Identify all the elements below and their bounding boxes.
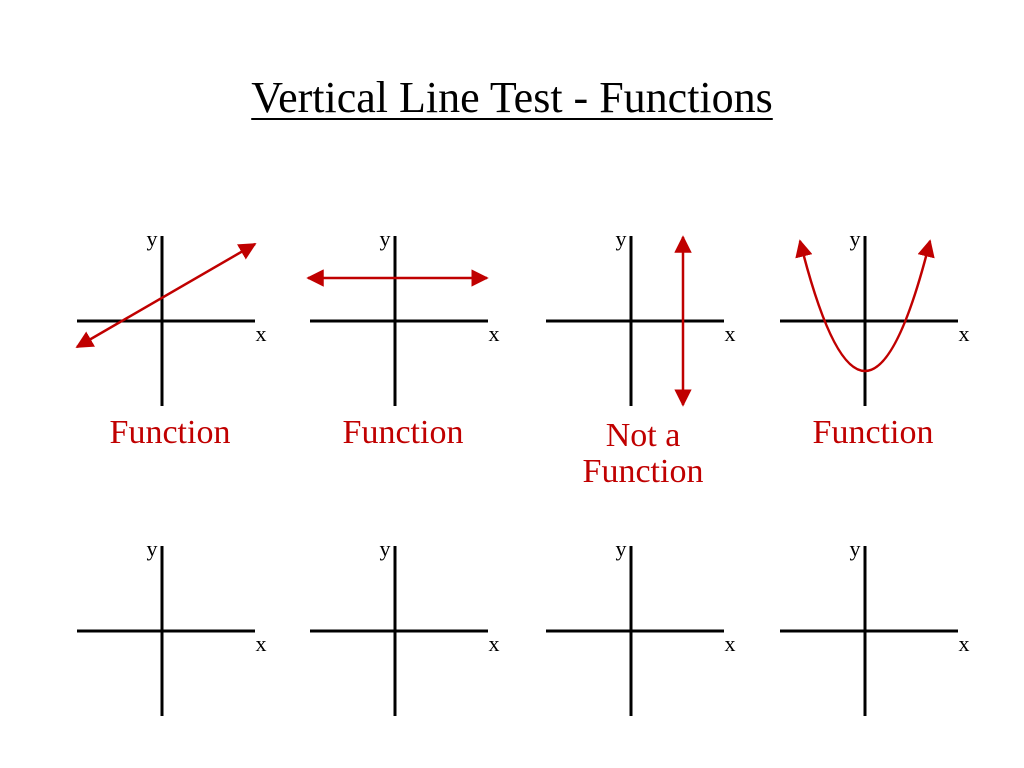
x-axis-label: x bbox=[725, 631, 736, 656]
graph-caption: Function bbox=[343, 414, 464, 451]
slide-title: Vertical Line Test - Functions bbox=[251, 73, 773, 122]
graph-caption: Function bbox=[813, 414, 934, 451]
graph-caption: Function bbox=[110, 414, 231, 451]
x-axis-label: x bbox=[489, 321, 500, 346]
x-axis-label: x bbox=[489, 631, 500, 656]
graph-8: yx bbox=[780, 536, 970, 716]
graph-6: yx bbox=[310, 536, 500, 716]
x-axis-label: x bbox=[256, 631, 267, 656]
y-axis-label: y bbox=[850, 536, 861, 561]
y-axis-label: y bbox=[850, 226, 861, 251]
graph-caption: Not a bbox=[606, 417, 681, 454]
y-axis-label: y bbox=[616, 536, 627, 561]
x-axis-label: x bbox=[959, 321, 970, 346]
parabola-curve bbox=[795, 239, 935, 372]
x-axis-label: x bbox=[725, 321, 736, 346]
graph-5: yx bbox=[77, 536, 267, 716]
y-axis-label: y bbox=[147, 226, 158, 251]
graph-7: yx bbox=[546, 536, 736, 716]
y-axis-label: y bbox=[616, 226, 627, 251]
x-axis-label: x bbox=[256, 321, 267, 346]
slanted-line-curve bbox=[75, 242, 257, 349]
graph-caption: Function bbox=[583, 453, 704, 490]
x-axis-label: x bbox=[959, 631, 970, 656]
y-axis-label: y bbox=[380, 536, 391, 561]
y-axis-label: y bbox=[147, 536, 158, 561]
y-axis-label: y bbox=[380, 226, 391, 251]
